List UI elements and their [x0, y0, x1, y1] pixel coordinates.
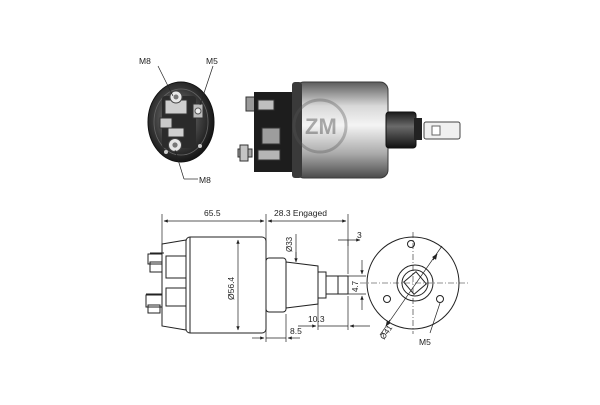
label-m8-bottom: M8: [199, 175, 211, 185]
dim-flange-width: 8.5: [290, 326, 302, 336]
profile-dimensions: [161, 214, 370, 342]
end-view-photo: [147, 81, 215, 163]
label-thread-size: M5: [419, 337, 431, 347]
dim-engaged-stroke: 28.3 Engaged: [274, 208, 327, 218]
dim-tab-offset: 3: [357, 230, 362, 240]
dim-nose-diameter: Ø33: [285, 236, 294, 252]
side-profile-drawing: [145, 236, 349, 334]
side-view-photo: ZM: [237, 81, 461, 179]
front-view-labels: Ø41 M5: [378, 323, 431, 347]
profile-dimension-labels: 65.5 28.3 Engaged Ø56.4 Ø33 3 4.7 10.3 8…: [204, 208, 362, 336]
dim-bolt-circle: Ø41: [378, 323, 394, 341]
dim-tab-width: 4.7: [351, 280, 360, 292]
dim-body-length: 65.5: [204, 208, 221, 218]
end-view-callouts: M8 M5 M8: [139, 56, 218, 185]
watermark-logo: ZM: [292, 98, 348, 154]
label-m8-top: M8: [139, 56, 151, 66]
label-m5-top: M5: [206, 56, 218, 66]
front-view-drawing: [360, 232, 468, 336]
dim-tab-length: 10.3: [308, 314, 325, 324]
dim-body-diameter: Ø56.4: [226, 277, 236, 300]
watermark-text: ZM: [305, 114, 337, 139]
